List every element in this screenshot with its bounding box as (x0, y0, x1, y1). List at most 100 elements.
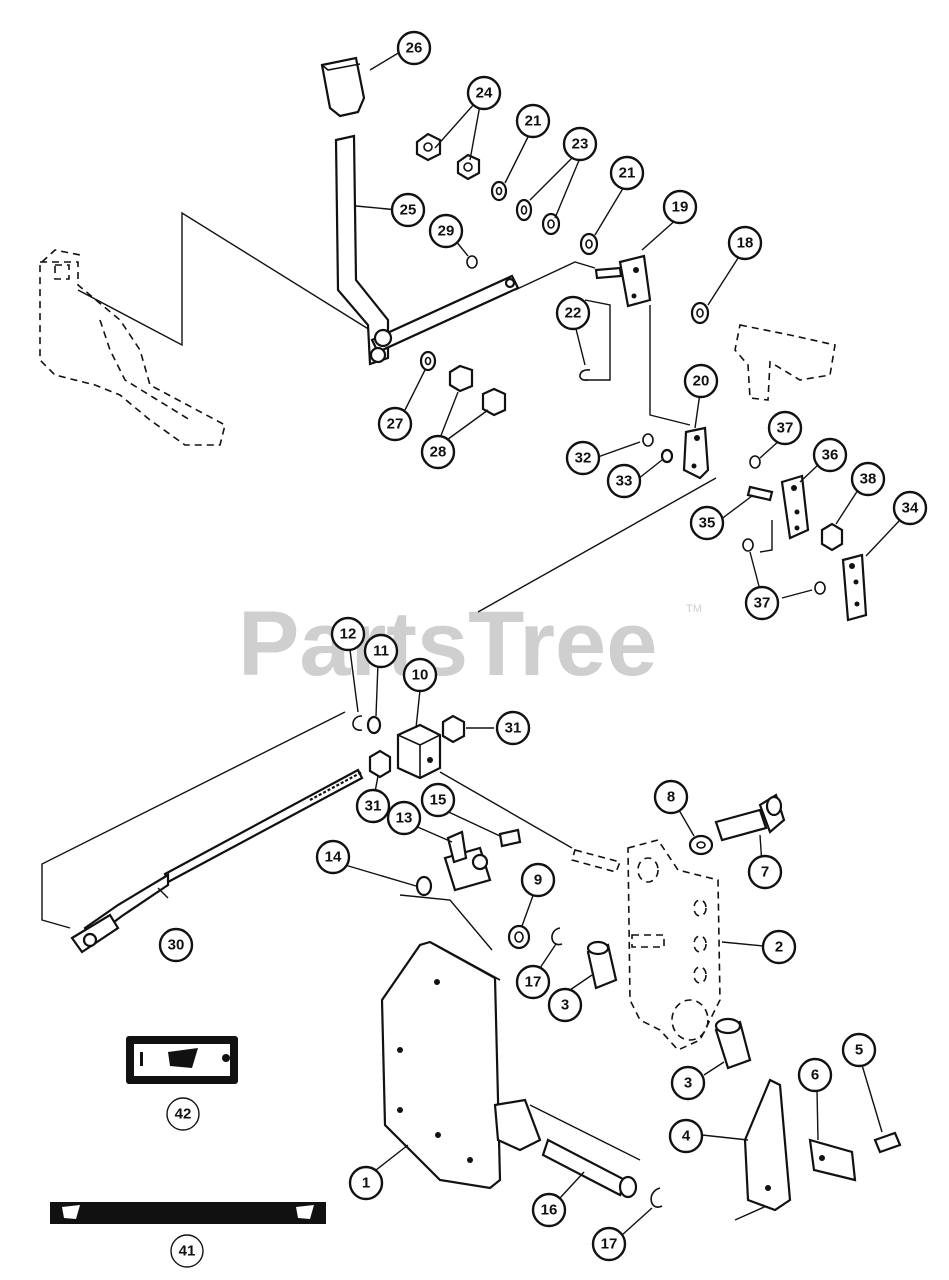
callout-17-b: 17 (591, 1226, 627, 1262)
callout-7: 7 (747, 854, 783, 890)
part-8-washer (688, 834, 714, 856)
part-1-shaft-arm (493, 1098, 781, 1221)
callout-17-a: 17 (515, 964, 551, 1000)
callout-8: 8 (653, 779, 689, 815)
callout-28: 28 (420, 434, 456, 470)
part-33-washer (660, 448, 674, 464)
callout-27: 27 (377, 406, 413, 442)
callout-25: 25 (390, 192, 426, 228)
part-16-pin (541, 1138, 638, 1199)
part-4-plate (743, 1078, 792, 1212)
callout-3-b: 3 (670, 1065, 706, 1101)
svg-text:18: 18 (737, 235, 754, 252)
part-14-collar (415, 875, 433, 897)
svg-text:30: 30 (168, 937, 185, 954)
svg-text:4: 4 (682, 1128, 691, 1145)
watermark-text: PartsTree (238, 593, 657, 695)
part-29-clip (466, 255, 478, 269)
callout-6: 6 (797, 1057, 833, 1093)
part-30-rod (70, 768, 364, 954)
callout-37-b: 37 (744, 585, 780, 621)
part-31-nut-a (441, 714, 466, 744)
callout-29: 29 (428, 213, 464, 249)
svg-text:17: 17 (525, 974, 542, 991)
callout-5: 5 (841, 1032, 877, 1068)
part-3-bushing-a (586, 940, 618, 990)
callout-12: 12 (330, 616, 366, 652)
callout-34: 34 (892, 490, 928, 526)
callout-38: 38 (850, 461, 886, 497)
svg-text:5: 5 (855, 1042, 863, 1059)
part-7-bolt (714, 793, 786, 842)
part-23-washers (515, 198, 561, 236)
part-19-bracket (594, 254, 652, 308)
part-17-clip-upper (551, 927, 563, 946)
svg-text:33: 33 (616, 473, 633, 490)
part-36-link (780, 474, 810, 540)
part-15-screw (498, 828, 522, 848)
callout-14: 14 (315, 839, 351, 875)
part-32-clip (642, 433, 654, 447)
part-25-lever (334, 134, 390, 366)
callout-16: 16 (531, 1192, 567, 1228)
callout-31-b: 31 (355, 788, 391, 824)
svg-text:6: 6 (811, 1067, 819, 1084)
svg-text:22: 22 (565, 305, 582, 322)
svg-text:31: 31 (505, 720, 522, 737)
callout-22: 22 (555, 295, 591, 331)
callout-33: 33 (606, 463, 642, 499)
callout-4: 4 (668, 1118, 704, 1154)
svg-text:27: 27 (387, 416, 404, 433)
callout-23: 23 (562, 126, 598, 162)
part-17-clip-lower (650, 1187, 663, 1208)
callout-21-b: 21 (609, 155, 645, 191)
part-20-arm (682, 426, 710, 480)
callout-3-a: 3 (547, 987, 583, 1023)
svg-text:23: 23 (572, 136, 589, 153)
callout-26: 26 (396, 30, 432, 66)
svg-text:32: 32 (575, 450, 592, 467)
svg-text:28: 28 (430, 444, 447, 461)
callout-19: 19 (662, 189, 698, 225)
callout-11: 11 (363, 633, 399, 669)
part-27-washer (419, 350, 437, 372)
part-28-nuts (448, 364, 507, 417)
callouts: 26 24 21 23 21 19 18 25 29 22 20 27 28 3… (158, 30, 928, 1268)
svg-text:36: 36 (822, 447, 839, 464)
svg-text:3: 3 (561, 997, 569, 1014)
svg-text:14: 14 (325, 849, 342, 866)
svg-text:41: 41 (179, 1243, 196, 1260)
part-37-clip-a (749, 455, 761, 469)
part-37-clip-c (814, 581, 826, 595)
svg-text:21: 21 (619, 165, 636, 182)
svg-text:7: 7 (761, 864, 769, 881)
svg-text:37: 37 (777, 420, 794, 437)
part-18-washer (690, 301, 710, 325)
callout-36: 36 (812, 437, 848, 473)
part-5-screw (873, 1131, 902, 1154)
part-3-bushing-b (714, 1017, 752, 1070)
callout-31-a: 31 (495, 710, 531, 746)
svg-text:42: 42 (175, 1106, 192, 1123)
svg-text:11: 11 (373, 643, 389, 660)
callout-9: 9 (520, 862, 556, 898)
part-10-block (396, 723, 442, 780)
svg-text:20: 20 (693, 373, 710, 390)
part-22-clip (579, 369, 591, 381)
decal-label-42: 42 (166, 1097, 200, 1131)
svg-text:25: 25 (400, 202, 417, 219)
part-12-clip (352, 715, 363, 731)
svg-text:1: 1 (362, 1175, 370, 1192)
callout-13: 13 (386, 800, 422, 836)
decal-label-41: 41 (170, 1234, 204, 1268)
part-11-washer (366, 715, 382, 735)
svg-text:13: 13 (396, 810, 413, 827)
dashed-bracket-right (734, 324, 836, 401)
callout-37-a: 37 (767, 410, 803, 446)
part-35-pin (746, 485, 774, 502)
callout-35: 35 (689, 505, 725, 541)
callout-20: 20 (683, 363, 719, 399)
part-21-washer (490, 180, 508, 202)
decal-41 (50, 1202, 326, 1224)
